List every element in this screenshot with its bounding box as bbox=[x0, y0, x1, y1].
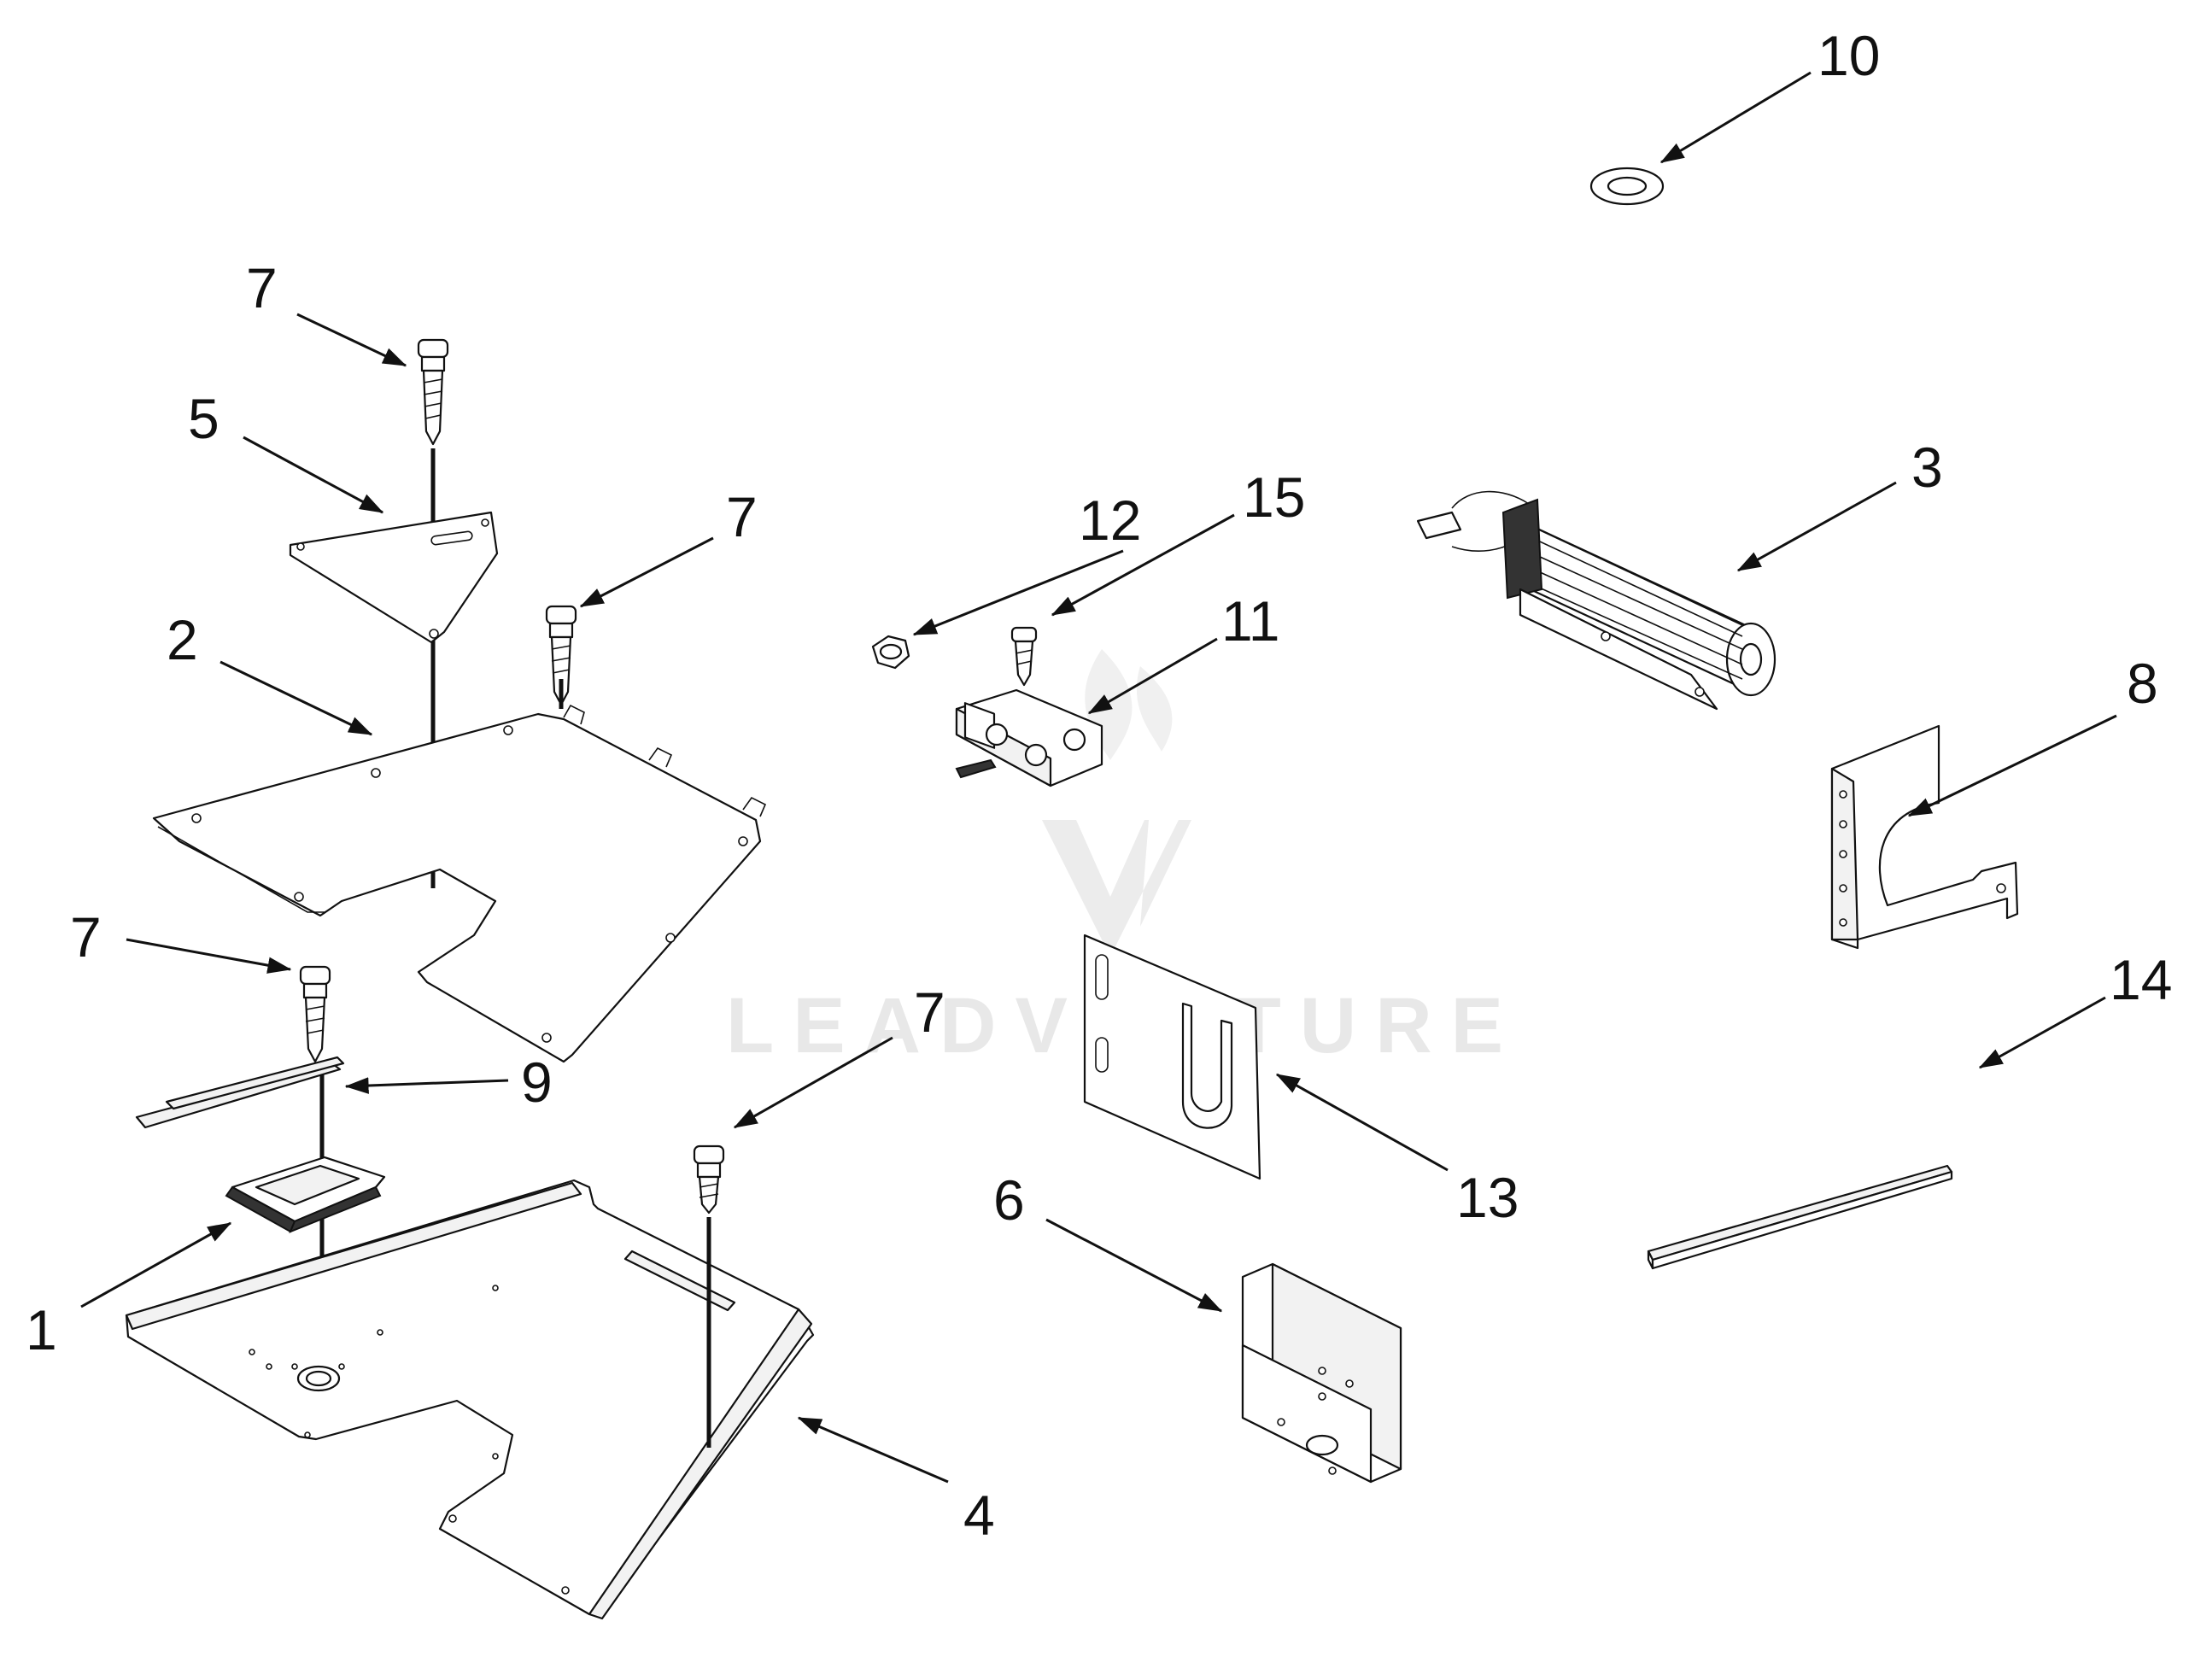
plate-part-2 bbox=[152, 704, 767, 1063]
callout-7-third: 7 bbox=[70, 905, 102, 969]
callout-7-top: 7 bbox=[246, 256, 278, 319]
callout-2: 2 bbox=[167, 608, 198, 671]
leader-1 bbox=[80, 1221, 232, 1308]
screw-part-7-third bbox=[299, 965, 331, 1063]
callout-15: 15 bbox=[1243, 465, 1305, 529]
callout-8: 8 bbox=[2127, 652, 2158, 715]
leader-9 bbox=[344, 1077, 509, 1094]
plate-part-5 bbox=[289, 511, 499, 644]
base-plate-part-4 bbox=[125, 1179, 815, 1620]
leader-6 bbox=[1045, 1218, 1223, 1313]
bracket-part-1 bbox=[225, 1156, 386, 1233]
screw-part-7-second bbox=[545, 605, 577, 709]
callout-4: 4 bbox=[963, 1484, 995, 1547]
leader-3 bbox=[1736, 481, 1897, 572]
callout-labels: 7 5 7 2 7 9 7 1 4 10 12 15 11 3 8 13 14 … bbox=[26, 24, 2172, 1547]
leader-lines bbox=[80, 71, 2117, 1484]
callout-9: 9 bbox=[521, 1051, 553, 1114]
strip-part-14 bbox=[1647, 1164, 1953, 1270]
leader-15 bbox=[1051, 513, 1235, 617]
leader-7-second bbox=[579, 536, 714, 608]
callout-5: 5 bbox=[188, 387, 220, 450]
plate-part-13 bbox=[1083, 934, 1261, 1180]
box-part-6 bbox=[1241, 1262, 1402, 1484]
callout-7-fourth: 7 bbox=[914, 980, 945, 1044]
screw-part-7-top bbox=[417, 338, 449, 446]
callout-13: 13 bbox=[1456, 1166, 1519, 1229]
gasket-part-9 bbox=[135, 1056, 345, 1129]
blower-part-3 bbox=[1416, 490, 1776, 711]
callout-11: 11 bbox=[1221, 589, 1280, 653]
leader-7-top bbox=[296, 313, 407, 367]
leader-7-fourth bbox=[733, 1036, 893, 1129]
screw-part-7-fourth bbox=[693, 1144, 725, 1448]
callout-12: 12 bbox=[1079, 489, 1141, 552]
leader-4 bbox=[797, 1416, 949, 1484]
bracket-part-8 bbox=[1830, 724, 2019, 950]
screw-part-15 bbox=[1010, 626, 1038, 687]
leader-13 bbox=[1275, 1073, 1449, 1172]
callout-10: 10 bbox=[1817, 24, 1880, 87]
callout-6: 6 bbox=[993, 1168, 1025, 1232]
watermark-logo-icon bbox=[1042, 820, 1191, 957]
leader-12 bbox=[912, 549, 1124, 636]
leader-11 bbox=[1087, 637, 1218, 715]
leader-2 bbox=[220, 660, 373, 736]
callout-1: 1 bbox=[26, 1298, 57, 1361]
washer-part-10 bbox=[1589, 167, 1665, 206]
leader-10 bbox=[1659, 71, 1812, 164]
leader-7-third bbox=[126, 938, 292, 974]
callout-3: 3 bbox=[1911, 436, 1943, 499]
terminal-block-part-11 bbox=[955, 688, 1103, 787]
leader-8 bbox=[1907, 714, 2117, 817]
leader-14 bbox=[1978, 996, 2106, 1069]
callout-14: 14 bbox=[2110, 948, 2172, 1011]
leader-5 bbox=[243, 436, 384, 514]
callout-7-second: 7 bbox=[726, 485, 758, 548]
nut-part-12 bbox=[871, 635, 910, 670]
